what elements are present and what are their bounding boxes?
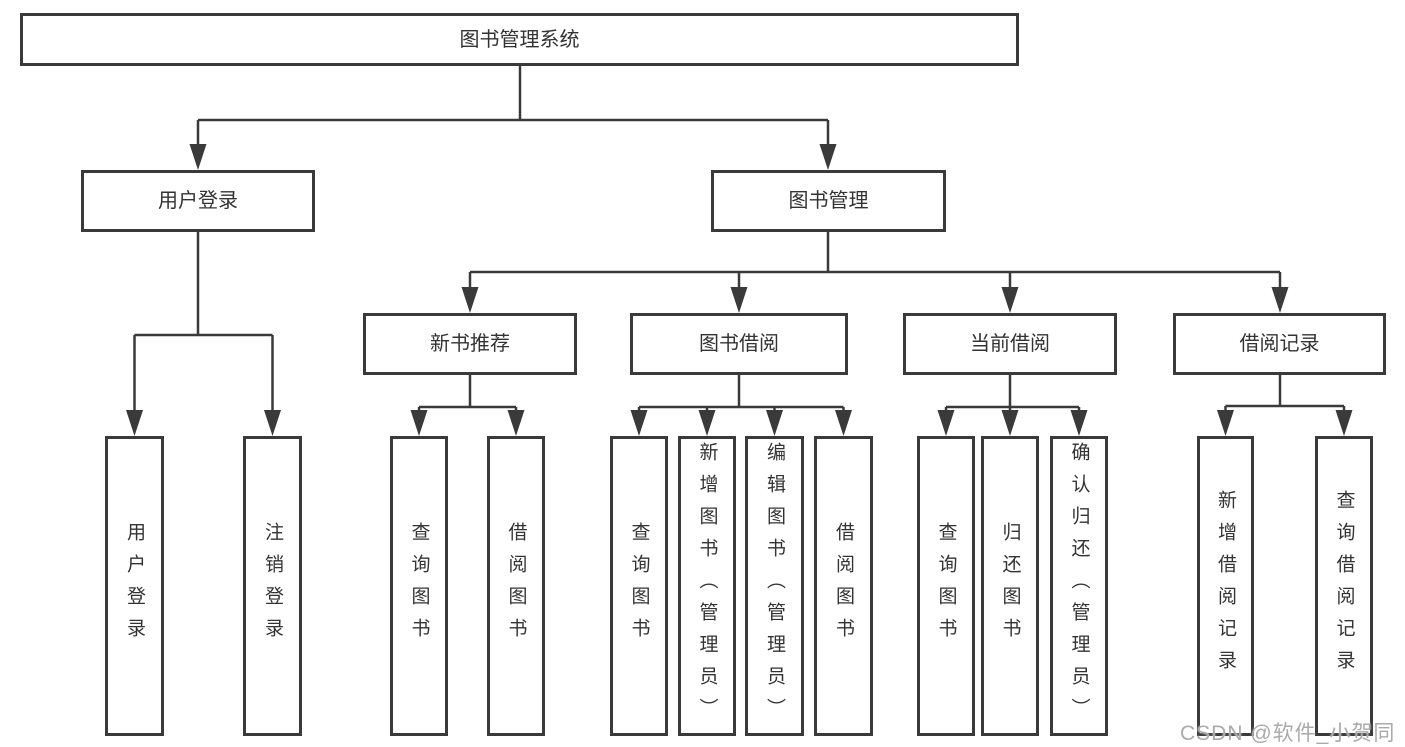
arrowhead-icon bbox=[264, 410, 281, 436]
arrowhead-icon bbox=[698, 410, 716, 436]
node-current-borrowing-label: 当前借阅 bbox=[970, 333, 1050, 355]
leaf-query-borrow-record-label: 查询借阅记录 bbox=[1333, 490, 1355, 682]
arrowhead-icon bbox=[819, 144, 837, 170]
connector-borrow-records-to-leaves bbox=[1224, 375, 1346, 412]
leaf-logout-label: 注销登录 bbox=[262, 522, 283, 650]
arrowhead-icon bbox=[630, 410, 648, 436]
node-new-book-recommendation-label: 新书推荐 bbox=[430, 333, 510, 355]
leaf-query-books-recommend: 查询图书 bbox=[390, 436, 448, 736]
leaf-borrow-books: 借阅图书 bbox=[814, 436, 873, 736]
node-library-system-label: 图书管理系统 bbox=[459, 28, 580, 51]
node-library-system: 图书管理系统 bbox=[20, 13, 1019, 66]
leaf-query-books-current: 查询图书 bbox=[917, 436, 975, 736]
leaf-borrow-books-label: 借阅图书 bbox=[833, 522, 854, 650]
leaf-add-books-admin: 新增图书（管理员） bbox=[678, 436, 736, 736]
arrowhead-icon bbox=[1271, 287, 1289, 313]
watermark: CSDN @软件_小贺同学 bbox=[1180, 722, 1396, 745]
node-user-login: 用户登录 bbox=[81, 170, 315, 232]
node-new-book-recommendation: 新书推荐 bbox=[363, 313, 577, 375]
connector-root-to-level2 bbox=[196, 66, 830, 146]
arrowhead-icon bbox=[126, 410, 143, 436]
leaf-query-borrow-record: 查询借阅记录 bbox=[1315, 436, 1373, 736]
arrowhead-icon bbox=[1217, 410, 1234, 436]
node-book-borrowing-label: 图书借阅 bbox=[699, 333, 779, 355]
leaf-query-books-recommend-label: 查询图书 bbox=[408, 522, 430, 650]
leaf-borrow-books-recommend: 借阅图书 bbox=[487, 436, 545, 736]
connector-book-mgmt-to-level3 bbox=[468, 232, 1282, 289]
arrowhead-icon bbox=[1001, 410, 1019, 436]
node-borrowing-records: 借阅记录 bbox=[1173, 313, 1386, 375]
leaf-add-borrow-record: 新增借阅记录 bbox=[1197, 436, 1254, 736]
arrowhead-icon bbox=[410, 410, 428, 436]
leaf-user-login-label: 用户登录 bbox=[124, 522, 145, 650]
leaf-add-borrow-record-label: 新增借阅记录 bbox=[1215, 490, 1236, 682]
arrowhead-icon bbox=[937, 410, 955, 436]
leaf-query-books-borrow: 查询图书 bbox=[610, 436, 668, 736]
arrowhead-icon bbox=[1001, 287, 1019, 313]
arrowhead-icon bbox=[461, 287, 479, 313]
leaf-edit-books-admin: 编辑图书（管理员） bbox=[745, 436, 804, 736]
arrowhead-icon bbox=[835, 410, 852, 436]
leaf-confirm-return-admin: 确认归还（管理员） bbox=[1050, 436, 1108, 736]
leaf-add-books-admin-label: 新增图书（管理员） bbox=[696, 442, 718, 730]
leaf-return-books: 归还图书 bbox=[981, 436, 1039, 736]
arrowhead-icon bbox=[1335, 410, 1353, 436]
arrowhead-icon bbox=[1070, 410, 1088, 436]
arrowhead-icon bbox=[766, 410, 783, 436]
connector-user-login-to-leaves bbox=[133, 232, 274, 412]
connector-book-borrow-to-leaves bbox=[637, 375, 845, 412]
node-borrowing-records-label: 借阅记录 bbox=[1239, 333, 1320, 355]
leaf-query-books-current-label: 查询图书 bbox=[935, 522, 957, 650]
leaf-return-books-label: 归还图书 bbox=[999, 522, 1021, 650]
node-book-management-label: 图书管理 bbox=[788, 190, 869, 212]
leaf-confirm-return-admin-label: 确认归还（管理员） bbox=[1068, 442, 1090, 730]
arrowhead-icon bbox=[507, 410, 525, 436]
leaf-user-login: 用户登录 bbox=[105, 436, 164, 736]
node-current-borrowing: 当前借阅 bbox=[903, 313, 1117, 375]
connector-current-borrow-to-leaves bbox=[944, 375, 1081, 412]
arrowhead-icon bbox=[189, 144, 207, 170]
node-book-borrowing: 图书借阅 bbox=[630, 313, 848, 375]
arrowhead-icon bbox=[730, 287, 748, 313]
leaf-edit-books-admin-label: 编辑图书（管理员） bbox=[764, 442, 785, 730]
connector-new-book-to-leaves bbox=[417, 375, 518, 412]
node-book-management: 图书管理 bbox=[711, 170, 946, 232]
node-user-login-label: 用户登录 bbox=[158, 190, 238, 212]
leaf-query-books-borrow-label: 查询图书 bbox=[628, 522, 650, 650]
leaf-logout: 注销登录 bbox=[243, 436, 302, 736]
leaf-borrow-books-recommend-label: 借阅图书 bbox=[505, 522, 527, 650]
